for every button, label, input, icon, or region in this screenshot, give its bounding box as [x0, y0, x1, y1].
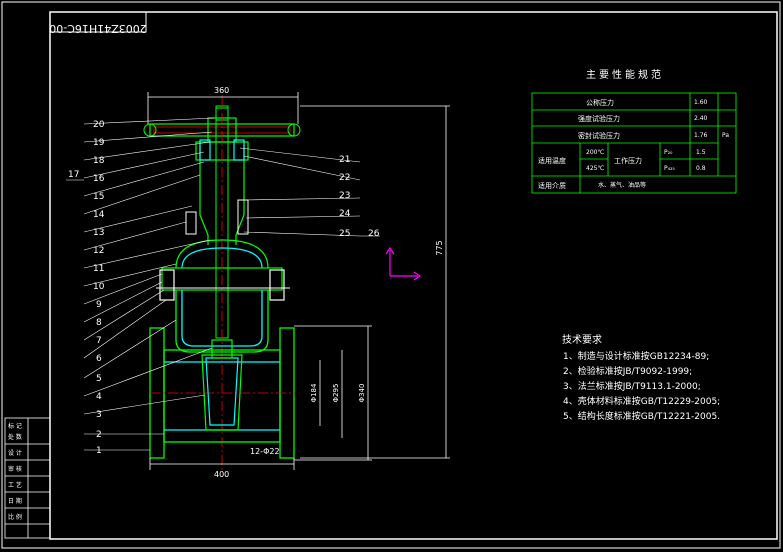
spec-temp-0: 200℃: [586, 149, 604, 156]
spec-table: [531, 92, 737, 194]
drawing-number: 2003Z41H16C-00: [49, 22, 146, 35]
leader-lines: [66, 117, 380, 451]
tb-cell-2: 设 计: [8, 449, 22, 457]
balloon-2: 2: [96, 430, 102, 440]
balloon-13: 13: [93, 228, 104, 238]
dim-dia-2: Φ295: [332, 384, 340, 403]
valve-body: [149, 290, 295, 459]
balloon-5: 5: [96, 374, 102, 384]
dim-top-width: 360: [214, 86, 229, 95]
spec-row-0-label: 公称压力: [586, 98, 614, 107]
balloon-11: 11: [93, 264, 104, 274]
gate-wedge: [201, 339, 243, 431]
balloon-8: 8: [96, 318, 102, 328]
balloon-18: 18: [93, 156, 105, 166]
tech-req-item-4: 5、结构长度标准按GB/T12221-2005.: [563, 410, 720, 422]
tb-cell-0: 标 记: [8, 422, 22, 430]
dim-dia-3: Φ340: [358, 384, 366, 403]
spec-temp-1: 425℃: [586, 165, 604, 172]
spec-p-label-0: P₂₀: [664, 149, 673, 156]
ucs-icon: [385, 246, 422, 281]
dim-bottom-width: 400: [214, 470, 229, 479]
dimension-lines: [147, 92, 450, 470]
bonnet: [156, 239, 290, 301]
tb-cell-4: 工 艺: [8, 481, 22, 489]
inner-frame: [49, 11, 778, 540]
balloon-23: 23: [339, 191, 350, 201]
balloon-21: 21: [339, 155, 350, 165]
title-block-text: 标 记 处 数 设 计 审 核 工 艺 日 期 比 例: [8, 422, 22, 521]
spec-row-1-label: 强度试验压力: [578, 114, 620, 123]
spec-media-value: 水、蒸气、油品等: [598, 181, 646, 189]
tech-req-item-0: 1、制造与设计标准按GB12234-89;: [563, 350, 709, 362]
balloon-4: 4: [96, 392, 102, 402]
balloon-26: 26: [368, 229, 380, 239]
dim-bolt-holes: 12-Φ22: [250, 447, 280, 456]
balloon-3: 3: [96, 410, 102, 420]
balloon-22: 22: [339, 173, 350, 183]
tb-cell-1: 处 数: [8, 433, 22, 441]
balloon-15: 15: [93, 192, 104, 202]
balloon-7: 7: [96, 336, 102, 346]
dim-height: 775: [435, 240, 444, 255]
balloon-6: 6: [96, 354, 102, 364]
spec-p-value-1: 0.8: [696, 165, 706, 172]
tech-req-title: 技术要求: [562, 333, 602, 346]
balloon-16: 16: [93, 174, 105, 184]
drawing-number-box: 2003Z41H16C-00: [49, 11, 147, 35]
yoke: [195, 139, 249, 245]
spec-media-label: 适用介质: [538, 181, 566, 190]
tb-cell-6: 比 例: [8, 513, 22, 521]
spec-pressure-label: 工作压力: [614, 156, 642, 165]
spec-temp-label: 适用温度: [538, 156, 566, 165]
tech-req-item-1: 2、检验标准按JB/T9092-1999;: [563, 365, 692, 377]
balloon-14: 14: [93, 210, 105, 220]
gland-bolts: [185, 199, 249, 235]
tech-req-item-2: 3、法兰标准按JB/T9113.1-2000;: [563, 380, 701, 392]
title-block: [4, 417, 51, 539]
balloon-10: 10: [93, 282, 105, 292]
spec-p-label-1: P₄₂₅: [664, 165, 675, 172]
balloon-24: 24: [339, 209, 351, 219]
dim-dia-1: Φ184: [310, 383, 318, 402]
balloon-12: 12: [93, 246, 104, 256]
spec-table-title: 主要性能规范: [586, 68, 664, 81]
tb-cell-3: 审 核: [8, 465, 22, 473]
spec-p-value-0: 1.5: [696, 149, 706, 156]
spec-row-2-value: 1.76: [694, 132, 708, 139]
tb-cell-5: 日 期: [8, 497, 22, 505]
spec-row-0-value: 1.60: [694, 99, 708, 106]
spec-row-1-value: 2.40: [694, 115, 708, 122]
valve-drawing: [143, 95, 301, 470]
balloon-20: 20: [93, 120, 105, 130]
balloon-17: 17: [68, 170, 79, 180]
spec-unit: Pa: [722, 132, 729, 139]
spec-row-2-label: 密封试验压力: [578, 131, 620, 140]
balloon-25: 25: [339, 229, 350, 239]
balloon-9: 9: [96, 300, 102, 310]
tech-req-item-3: 4、壳体材料标准按GB/T12229-2005;: [563, 395, 720, 407]
balloon-19: 19: [93, 138, 105, 148]
balloon-1: 1: [96, 446, 102, 456]
stem: [215, 95, 229, 470]
